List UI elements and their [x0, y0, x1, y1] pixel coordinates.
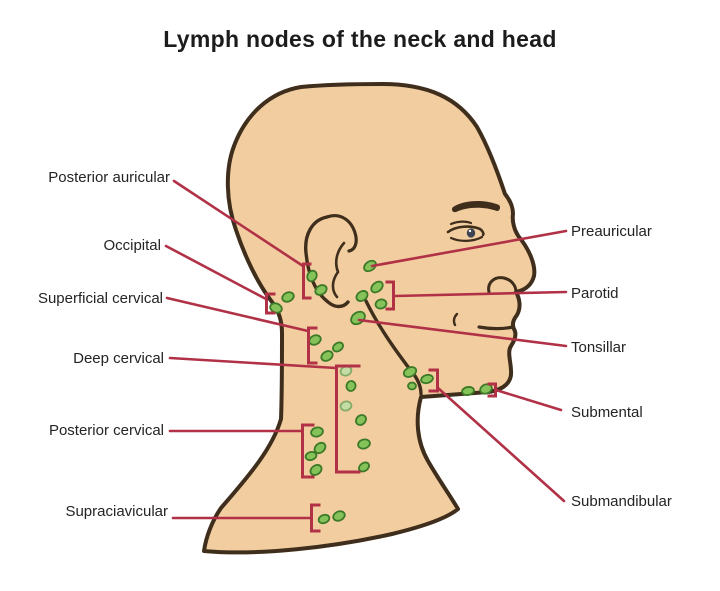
lymph-node: [314, 284, 328, 296]
lymph-node: [339, 400, 353, 412]
label-posterior-auricular: Posterior auricular: [48, 169, 170, 186]
leader-line-submental: [494, 388, 563, 412]
page-title: Lymph nodes of the neck and head: [163, 26, 557, 52]
label-preauricular: Preauricular: [571, 223, 652, 240]
lymph-node: [407, 381, 417, 391]
label-posterior-cervical: Posterior cervical: [48, 422, 164, 439]
lymph-node: [332, 341, 344, 353]
philtrum-mark: [452, 312, 459, 327]
bracket-supraclavicular: [310, 503, 321, 533]
label-parotid: Parotid: [571, 285, 619, 302]
bracket-superficial-cervical: [307, 326, 318, 365]
lymph-node: [332, 510, 346, 522]
lymph-node: [479, 383, 493, 395]
ear-inner-curve: [331, 241, 346, 299]
bracket-parotid: [385, 280, 395, 311]
lymph-node: [309, 464, 323, 476]
label-deep-cervical: Deep cervical: [73, 350, 164, 367]
lymph-node: [317, 513, 331, 525]
bracket-posterior-auricular: [302, 262, 312, 300]
eyebrow: [452, 201, 501, 213]
bracket-submandibular: [428, 368, 439, 393]
lymph-node: [461, 386, 475, 396]
eye-highlight: [468, 229, 472, 233]
eye-iris: [466, 228, 476, 238]
lymph-node: [402, 366, 418, 378]
lymph-node: [281, 291, 295, 303]
label-supraclavicular: Supraciavicular: [65, 503, 168, 520]
bracket-posterior-cervical: [301, 423, 315, 479]
leader-lines: [164, 179, 568, 520]
eye-lower-lid: [449, 235, 484, 242]
lymph-node: [374, 298, 388, 310]
head-silhouette: [202, 82, 537, 555]
bracket-submental: [487, 382, 497, 398]
lymph-node: [355, 414, 367, 426]
mouth-line: [477, 325, 515, 331]
eye-crease-line: [449, 220, 473, 226]
leader-line-preauricular: [370, 229, 568, 268]
lymph-node: [355, 290, 369, 302]
leader-line-superficial-cervical: [165, 296, 310, 333]
bracket-deep-cervical: [335, 364, 361, 474]
lymph-nodes: [269, 259, 493, 525]
leader-line-posterior-auricular: [172, 179, 305, 268]
nostril-curve: [487, 276, 518, 294]
lymph-node: [420, 373, 434, 385]
label-submental: Submental: [571, 404, 643, 421]
leader-line-submandibular: [436, 386, 566, 503]
eye-upper-lid: [446, 225, 485, 237]
lymph-node: [345, 380, 357, 392]
ear-helix-curve: [325, 214, 358, 253]
label-tonsillar: Tonsillar: [571, 339, 627, 356]
label-occipital: Occipital: [103, 237, 161, 254]
bracket-occipital: [265, 292, 276, 315]
leader-line-deep-cervical: [168, 356, 338, 370]
lymph-node: [357, 438, 371, 450]
lymph-node: [306, 269, 318, 283]
leader-line-occipital: [164, 244, 268, 301]
label-submandibular: Submandibular: [571, 493, 672, 510]
lymph-node: [313, 441, 327, 455]
lymph-node: [363, 259, 377, 273]
group-brackets: [265, 262, 497, 533]
lymph-node: [304, 450, 318, 462]
lymph-node: [310, 426, 324, 438]
lymph-node: [370, 280, 384, 294]
leader-line-tonsillar: [357, 318, 568, 348]
lymph-node: [320, 350, 334, 362]
label-superficial-cervical: Superficial cervical: [37, 290, 163, 307]
leader-line-parotid: [393, 290, 568, 298]
lymph-node: [358, 461, 370, 473]
